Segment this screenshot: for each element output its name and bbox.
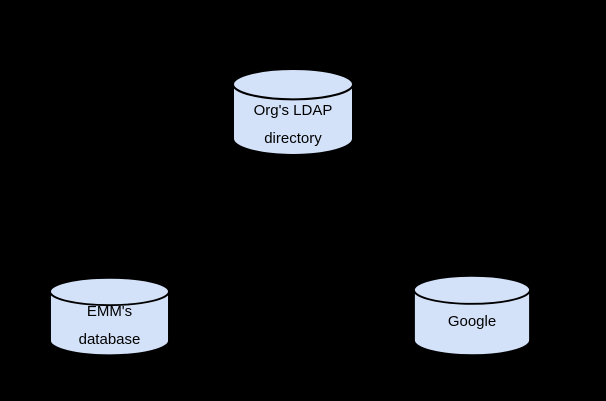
database-cylinder-emm-database: EMM's database (48, 276, 171, 358)
database-cylinder-org-ldap-directory: Org's LDAP directory (231, 67, 355, 158)
database-cylinder-icon (232, 68, 354, 156)
database-cylinder-icon (412, 274, 532, 357)
node-label: Org's LDAP directory (253, 101, 333, 147)
database-cylinder-icon (48, 276, 171, 357)
node-label: Google (447, 313, 497, 330)
node-label: EMM's database (78, 303, 141, 348)
database-cylinder-google: Google (412, 274, 532, 358)
